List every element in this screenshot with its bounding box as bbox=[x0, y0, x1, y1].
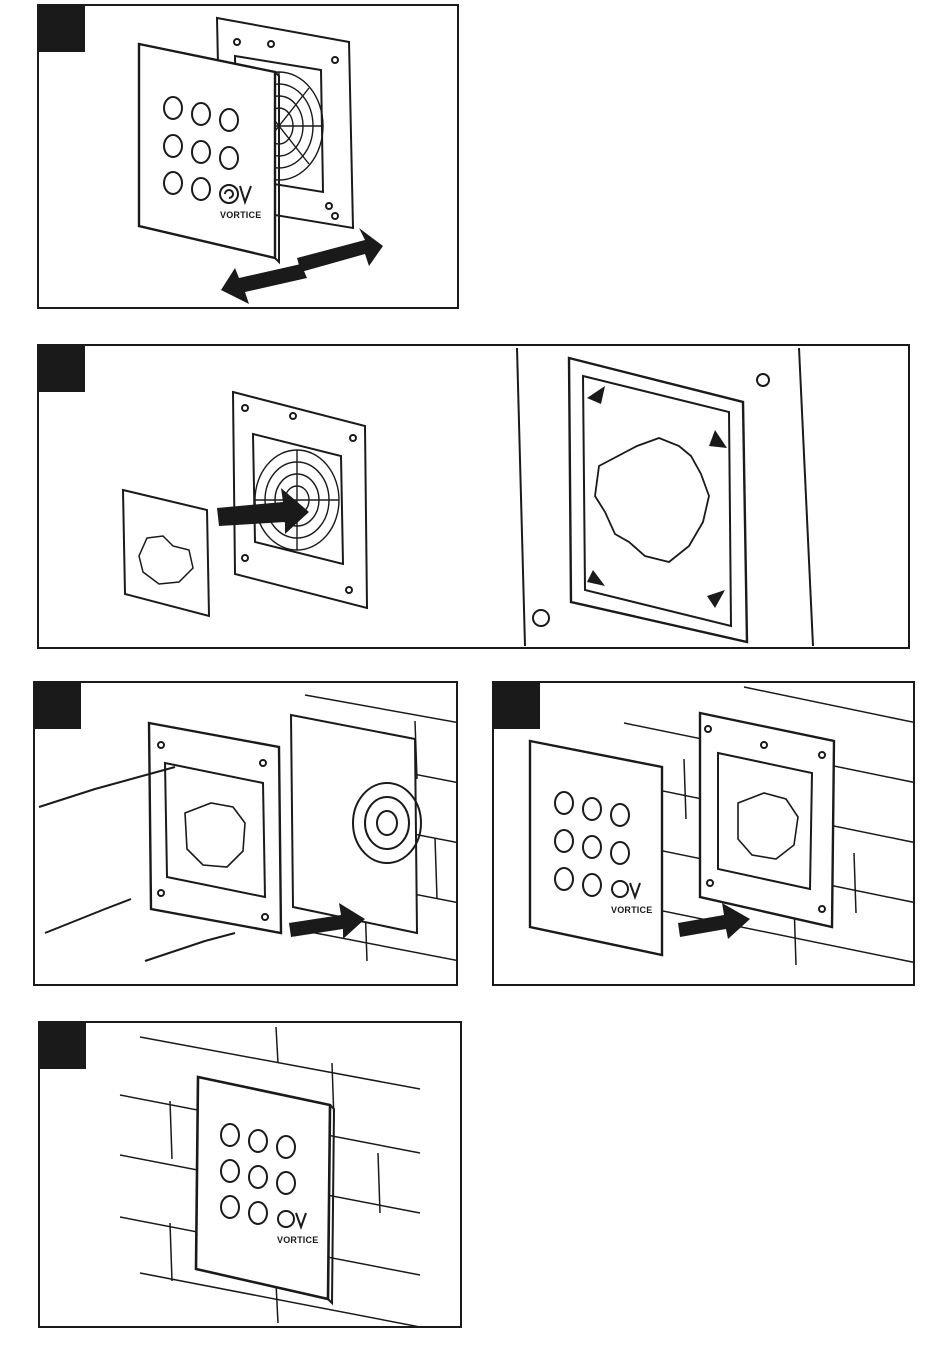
arrow-right-icon bbox=[297, 228, 383, 272]
template-sheet bbox=[123, 490, 209, 616]
fan-grille-icon bbox=[255, 450, 339, 550]
fan-housing bbox=[291, 715, 421, 933]
step-2-illustration bbox=[39, 346, 910, 649]
step-1-panel: VORTICE bbox=[37, 4, 459, 309]
step-4-illustration: VORTICE bbox=[494, 683, 915, 986]
frame-with-template bbox=[533, 358, 769, 642]
step-2-panel bbox=[37, 344, 910, 649]
installed-cover: VORTICE bbox=[196, 1077, 334, 1303]
step-5-illustration: VORTICE bbox=[40, 1023, 462, 1328]
front-cover: VORTICE bbox=[530, 741, 662, 955]
attach-arrow bbox=[678, 903, 750, 939]
mounting-frame bbox=[149, 723, 281, 933]
arrow-right-icon bbox=[678, 903, 750, 939]
step-4-panel: VORTICE bbox=[492, 681, 915, 986]
brand-logo-text: VORTICE bbox=[277, 1235, 318, 1245]
brand-logo-text: VORTICE bbox=[611, 905, 652, 915]
mounting-frame bbox=[233, 392, 367, 608]
step-3-illustration bbox=[35, 683, 458, 986]
step-1-illustration: VORTICE bbox=[39, 6, 459, 309]
step-5-panel: VORTICE bbox=[38, 1021, 462, 1328]
brand-logo-text: VORTICE bbox=[220, 210, 261, 220]
front-cover: VORTICE bbox=[139, 44, 279, 262]
mounting-frame bbox=[700, 713, 834, 927]
step-3-panel bbox=[33, 681, 458, 986]
arrow-left-icon bbox=[221, 264, 307, 304]
